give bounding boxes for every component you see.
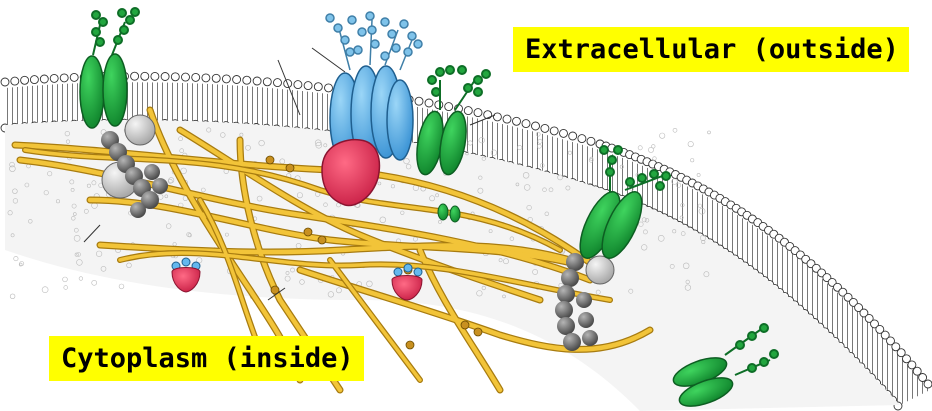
extracellular-label: Extracellular (outside)	[513, 27, 909, 72]
cytoplasm-label: Cytoplasm (inside)	[49, 336, 364, 381]
glycan-chain	[92, 8, 139, 55]
glycan-tree	[326, 12, 422, 70]
